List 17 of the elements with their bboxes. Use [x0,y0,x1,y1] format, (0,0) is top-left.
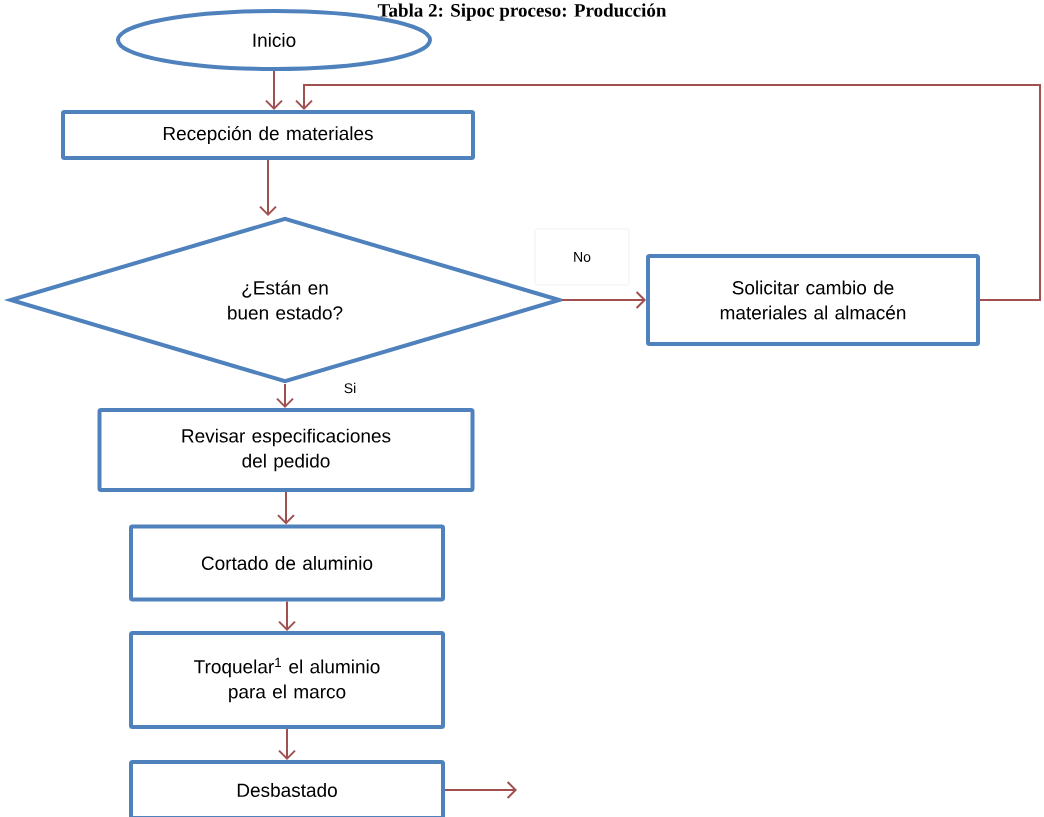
edge-label: Si [342,381,358,395]
edge-label: No [534,228,630,286]
process-box: Recepción de materiales [61,110,475,160]
arrow [276,383,294,408]
process-box: Desbastado [129,760,445,817]
arrow [278,728,296,760]
process-box: Revisar especificaciones del pedido [97,408,475,492]
arrow [265,70,283,110]
process-box: Cortado de aluminio [129,524,445,602]
arrow [278,600,296,631]
process-box: Troquelar$^{1}$ el aluminio para el marco [129,631,445,729]
process-box: Solicitar cambio de materiales al almacén [646,254,980,346]
arrow [277,491,295,525]
arrow [259,159,277,216]
arrow [295,84,1041,301]
arrow [444,781,517,799]
arrow [561,291,646,309]
